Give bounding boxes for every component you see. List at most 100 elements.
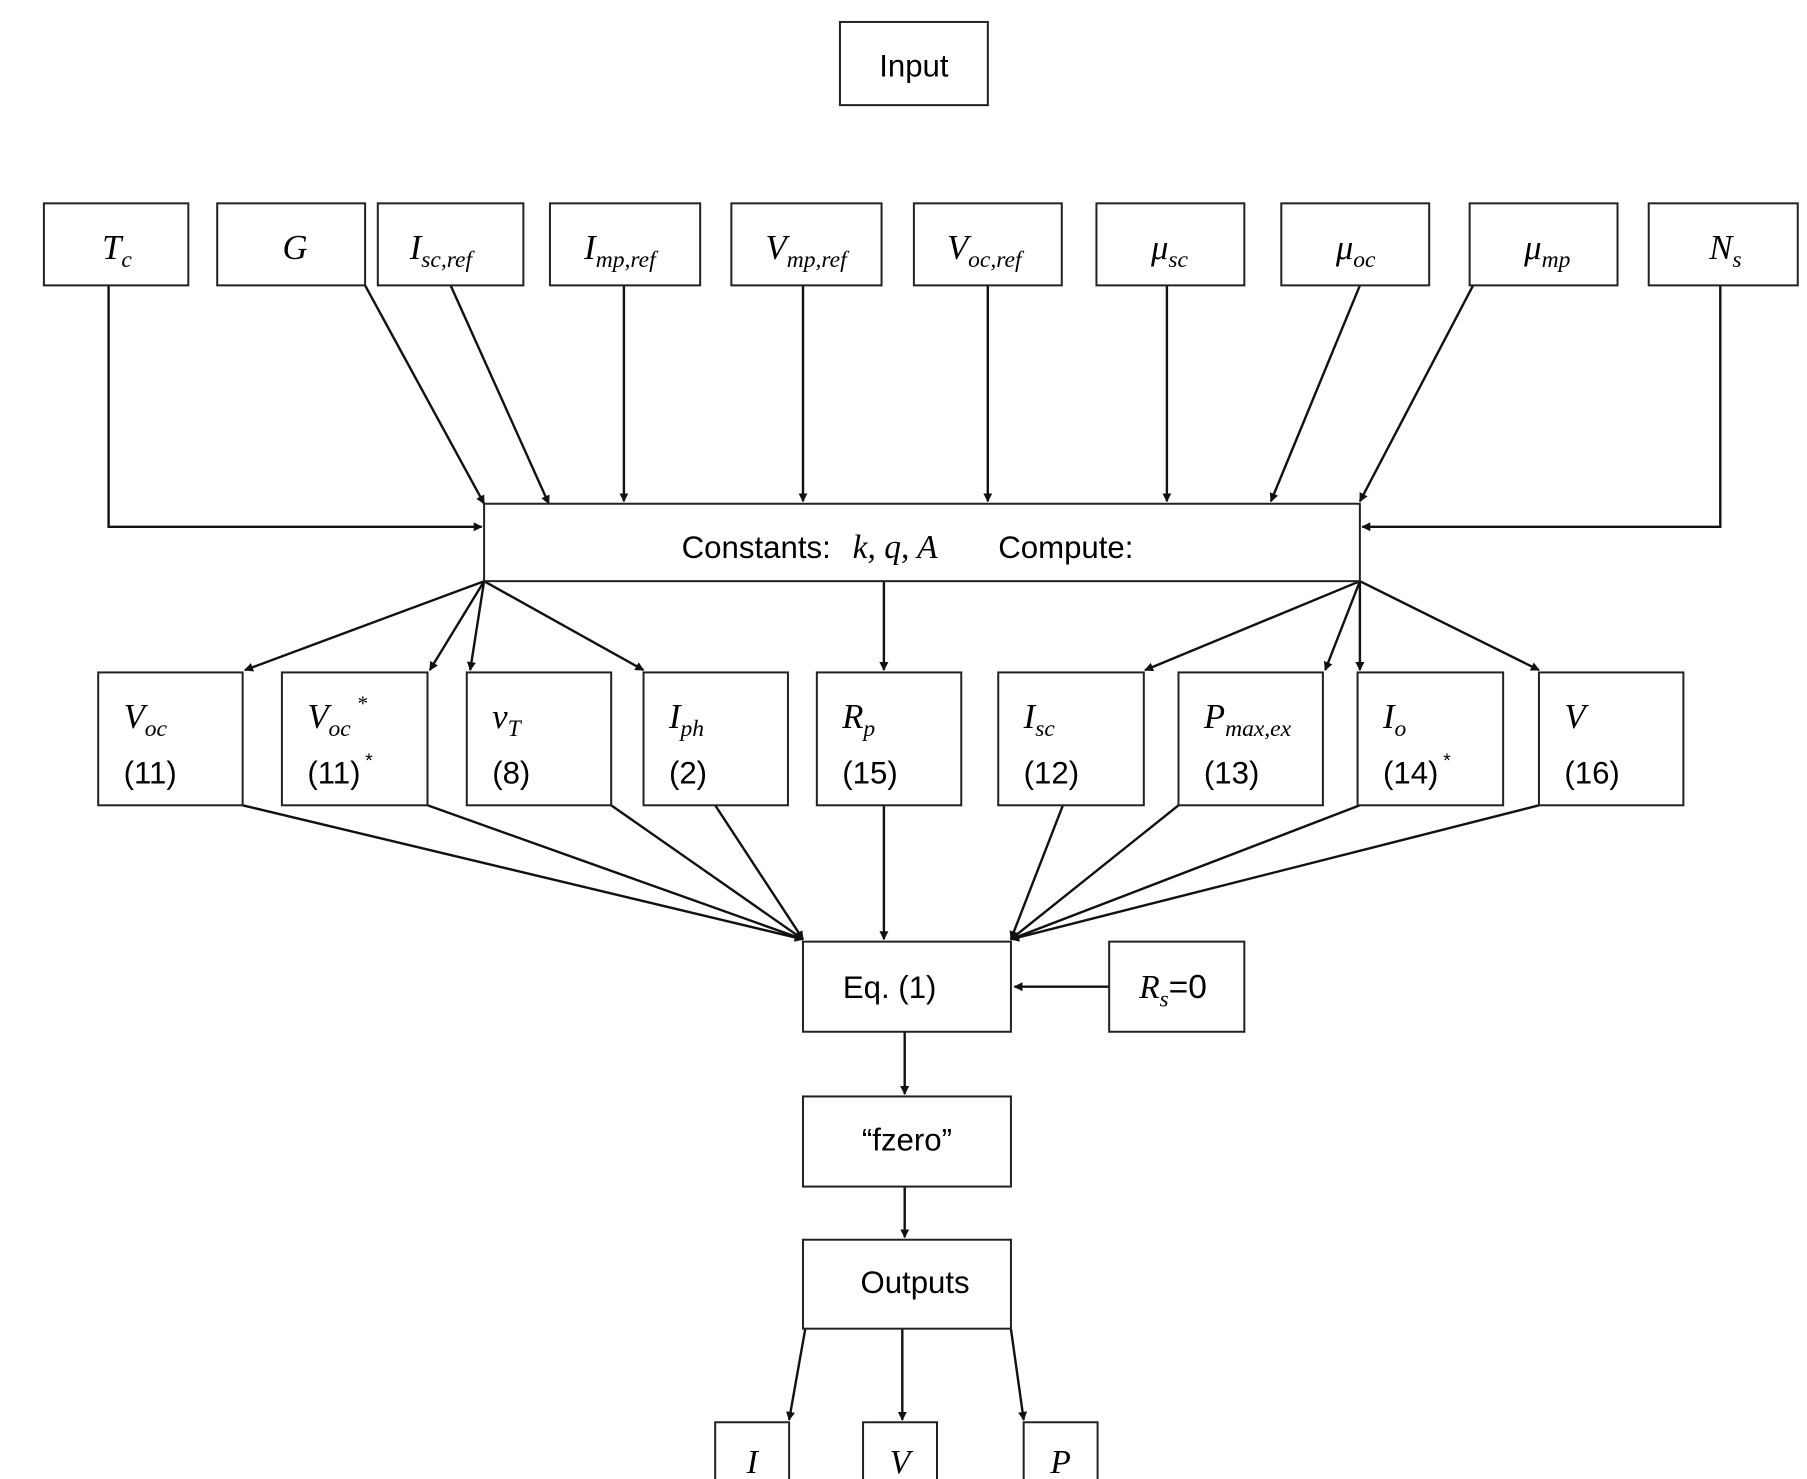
equation-number: (12) <box>1024 755 1079 790</box>
computed-frame <box>280 671 429 807</box>
input-param-label: Tc <box>102 229 132 273</box>
equation-number: (16) <box>1564 755 1619 790</box>
input-param-label: Isc,ref <box>409 229 476 273</box>
computed-symbol-subscript: sc <box>1035 716 1055 742</box>
input-param-label: μmp <box>1523 229 1570 273</box>
equation-number: (11) <box>307 755 360 790</box>
equation-box: Eq. (1) <box>801 940 1012 1033</box>
input-param-label-symbol: μ <box>1335 229 1353 267</box>
input-param-label-subscript: mp <box>1542 247 1571 273</box>
computed-frame <box>997 671 1145 807</box>
computed-symbol-subscript: p <box>861 716 875 742</box>
computed-iph: Iph(2) <box>642 671 789 807</box>
arrow-tc <box>107 285 483 532</box>
computed-frame <box>1177 671 1324 807</box>
computed-symbol-symbol: I <box>1023 698 1037 736</box>
arrow-iph-eq <box>714 804 805 941</box>
computed-voc: Voc (11) <box>97 671 244 807</box>
input-label: Input <box>879 48 949 83</box>
input-param-label: G <box>282 229 307 267</box>
computed-symbol-subscript: ph <box>679 716 705 742</box>
input-param-label-symbol: N <box>1708 229 1734 267</box>
output-symbol: P <box>1049 1444 1070 1479</box>
equation-number: (11) <box>124 755 177 790</box>
rs-subscript: s <box>1160 985 1169 1011</box>
arrow-g <box>364 284 486 505</box>
input-param-label-subscript: mp,ref <box>787 247 850 273</box>
computed-symbol: Pmax,ex <box>1203 698 1292 742</box>
arrow-to-voc-star <box>428 580 486 671</box>
input-param-ns: Ns <box>1647 202 1799 287</box>
equation-star: * <box>1443 750 1451 772</box>
input-param-label-subscript: oc <box>1353 247 1376 273</box>
computed-symbol: Voc* <box>307 693 368 742</box>
output-frame <box>1022 1421 1099 1479</box>
arrow-to-iph <box>483 580 645 672</box>
solver-box: “fzero” <box>801 1095 1012 1188</box>
input-param-tc: Tc <box>42 202 190 287</box>
input-param-label: Voc,ref <box>947 229 1025 273</box>
computed-symbol-symbol: V <box>124 698 149 736</box>
computed-symbol-superscript: * <box>358 693 368 716</box>
computed-io: Io(14)* <box>1356 671 1505 807</box>
input-param-label: Vmp,ref <box>766 229 851 273</box>
compute-label: Compute: <box>998 530 1133 565</box>
input-param-frame <box>1280 202 1431 287</box>
input-param-frame <box>1095 202 1246 287</box>
computed-voc-star: Voc* (11) * <box>280 671 429 807</box>
input-param-mu-sc: μsc <box>1095 202 1246 287</box>
arrow-pmax-eq <box>1010 804 1180 941</box>
output-frame <box>714 1421 791 1479</box>
arrow-voc-eq <box>242 804 804 942</box>
computed-pmax-ex: Pmax,ex (13) <box>1177 671 1324 807</box>
computed-symbol-subscript: max,ex <box>1225 716 1292 742</box>
equation-label: Eq. (1) <box>843 970 937 1005</box>
arrow-ns <box>1361 285 1722 532</box>
input-param-g: G <box>216 202 367 287</box>
computed-vt: vT(8) <box>465 671 613 807</box>
input-param-vmp-ref: Vmp,ref <box>730 202 883 287</box>
computed-equation-ref: (16) <box>1564 755 1619 790</box>
arrow-isc-eq <box>1009 804 1065 941</box>
computed-symbol-symbol: P <box>1203 698 1225 736</box>
equation-number: (8) <box>492 755 530 790</box>
rs-box: Rs=0 <box>1108 940 1246 1033</box>
rs-box-frame <box>1108 940 1246 1033</box>
input-param-frame <box>912 202 1063 287</box>
computed-frame <box>1356 671 1505 807</box>
arrow-isc-ref <box>449 284 550 505</box>
computed-equation-ref: (2) <box>669 755 707 790</box>
equation-number: (13) <box>1204 755 1259 790</box>
input-param-frame <box>42 202 190 287</box>
output-symbol: I <box>746 1444 760 1479</box>
equation-number: (2) <box>669 755 707 790</box>
equation-number: (15) <box>842 755 897 790</box>
input-param-label-subscript: mp,ref <box>596 247 659 273</box>
input-param-label-symbol: V <box>947 229 972 267</box>
input-param-label: Ns <box>1708 229 1741 273</box>
solver-label: “fzero” <box>862 1123 952 1158</box>
arrow-mu-oc <box>1269 284 1362 503</box>
output-i: I <box>714 1421 791 1479</box>
input-param-imp-ref: Imp,ref <box>548 202 702 287</box>
arrow-to-vt <box>467 581 486 671</box>
solver-box-frame <box>801 1095 1012 1188</box>
compute-box-frame <box>483 502 1361 583</box>
arrow-io-eq <box>1010 804 1361 941</box>
arrow-voc-star-eq <box>427 804 804 941</box>
computed-frame <box>815 671 963 807</box>
input-param-label-subscript: sc,ref <box>421 247 475 273</box>
arrow-v-eq <box>1010 804 1540 942</box>
computed-equation-ref: (13) <box>1204 755 1259 790</box>
output-frame <box>862 1421 939 1479</box>
computed-symbol: Voc <box>124 698 168 742</box>
input-box: Input <box>838 20 989 107</box>
input-param-frame <box>216 202 367 287</box>
computed-equation-ref: (8) <box>492 755 530 790</box>
input-param-label-symbol: μ <box>1523 229 1541 267</box>
computed-isc: Isc (12) <box>997 671 1145 807</box>
input-param-voc-ref: Voc,ref <box>912 202 1063 287</box>
arrow-to-voc <box>244 580 485 672</box>
